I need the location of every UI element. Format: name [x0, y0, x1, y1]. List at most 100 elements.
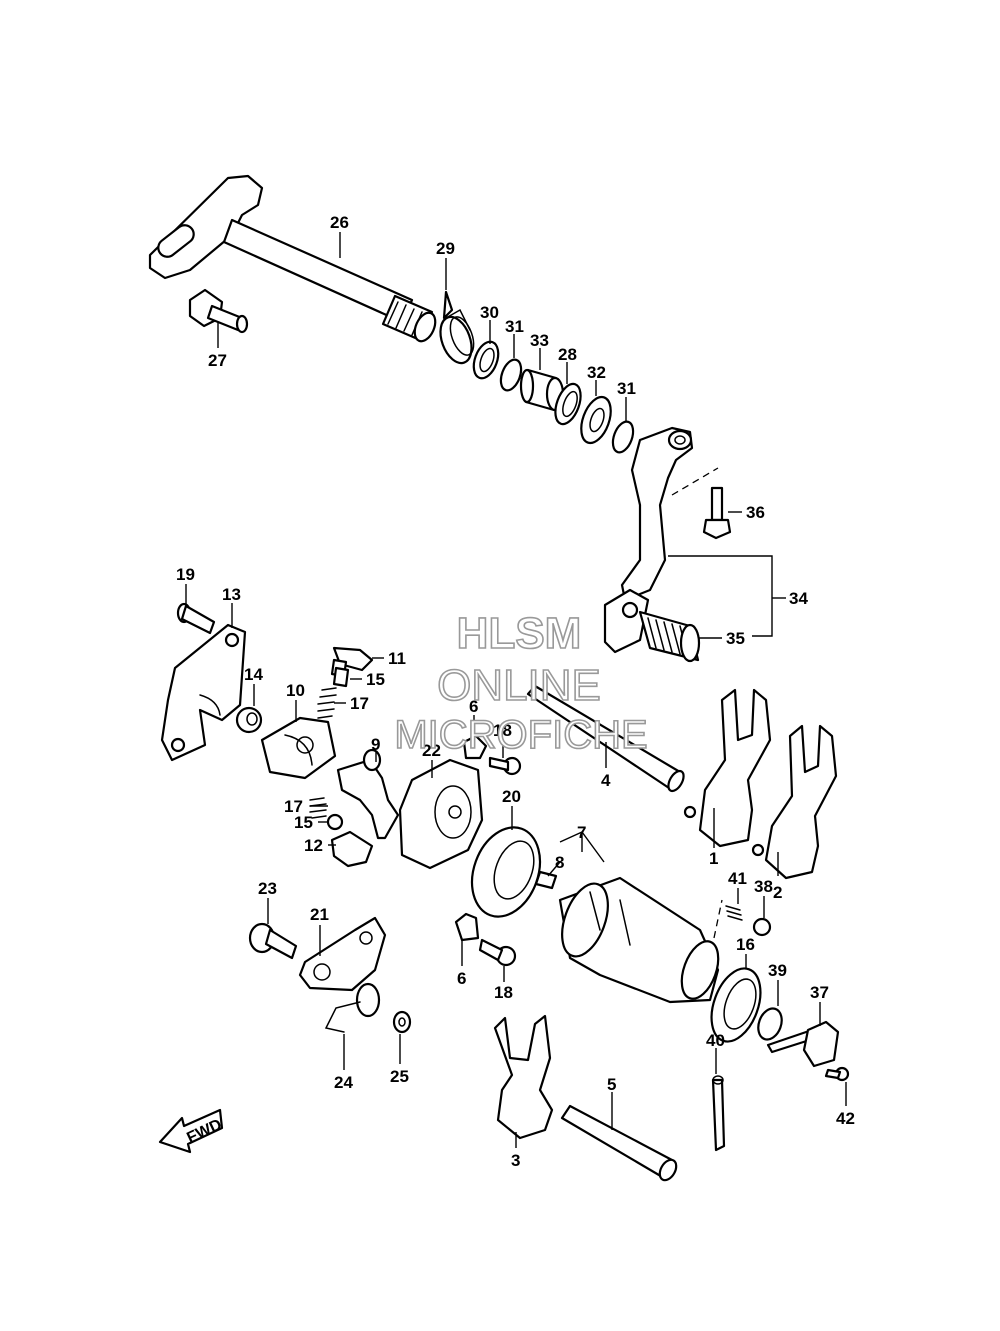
gearshift-lever-part-34 — [620, 426, 694, 602]
callout-11: 11 — [388, 649, 406, 668]
callout-16: 16 — [736, 935, 755, 954]
callout-18a: 18 — [493, 721, 512, 740]
pin-part-15b — [326, 813, 344, 831]
o-ring-part-39 — [757, 1007, 783, 1041]
callout-33: 33 — [530, 331, 549, 350]
bolt-part-27 — [188, 288, 249, 334]
callout-17a: 17 — [350, 694, 369, 713]
callout-29: 29 — [436, 239, 455, 258]
pawl-part-12 — [330, 830, 374, 868]
gearshift-drum-part-7 — [558, 876, 720, 1004]
callout-13: 13 — [222, 585, 241, 604]
callout-17b: 17 — [284, 797, 303, 816]
callout-3: 3 — [511, 1151, 520, 1170]
washer-part-25 — [392, 1010, 412, 1034]
callout-4: 4 — [601, 771, 611, 790]
callout-8: 8 — [555, 853, 564, 872]
callout-42: 42 — [836, 1109, 855, 1128]
spring-part-41 — [725, 905, 743, 921]
callout-9: 9 — [371, 735, 380, 754]
callout-18b: 18 — [494, 983, 513, 1002]
callout-31a: 31 — [505, 317, 524, 336]
pin-part-8 — [534, 870, 558, 890]
circlip-part-31a — [499, 358, 523, 392]
gearshift-shaft-part-26 — [148, 174, 437, 343]
callout-19: 19 — [176, 565, 195, 584]
stopper-plate-part-13 — [160, 623, 247, 762]
callout-15b: 15 — [294, 813, 313, 832]
screw-part-18a — [488, 756, 522, 776]
callout-20: 20 — [502, 787, 521, 806]
callout-24: 24 — [334, 1073, 353, 1092]
washer-part-30 — [472, 340, 500, 380]
fork-shaft-part-5 — [560, 1104, 678, 1182]
callout-15a: 15 — [366, 670, 385, 689]
callout-32: 32 — [587, 363, 606, 382]
screw-part-18b — [478, 938, 517, 967]
spring-part-17b — [309, 797, 327, 819]
watermark-line-3: MICROFICHE — [394, 713, 647, 757]
callout-34: 34 — [789, 589, 808, 608]
callout-23: 23 — [258, 879, 277, 898]
callout-1: 1 — [709, 849, 718, 868]
roller-part-14 — [235, 706, 263, 734]
callout-labels: 26 27 29 30 31 33 28 32 31 36 34 35 19 1… — [176, 213, 855, 1170]
spring-part-17a — [317, 687, 337, 719]
callout-39: 39 — [768, 961, 787, 980]
pin-part-38 — [752, 917, 772, 937]
callout-21: 21 — [310, 905, 329, 924]
arm-part-21 — [298, 916, 387, 992]
callout-40: 40 — [706, 1031, 725, 1050]
callout-7: 7 — [577, 823, 586, 842]
callout-6b: 6 — [457, 969, 466, 988]
pin-part-15a — [332, 666, 350, 688]
return-spring-part-29 — [439, 290, 475, 365]
plate-part-6a — [462, 734, 488, 760]
oil-seal-part-28 — [554, 382, 582, 426]
callout-27: 27 — [208, 351, 227, 370]
callout-22: 22 — [422, 741, 441, 760]
gearshift-cam-plate-part-10 — [260, 716, 337, 780]
plate-part-6b — [454, 912, 480, 942]
shift-cam-shaft-part-9 — [336, 748, 400, 840]
callout-38: 38 — [754, 877, 773, 896]
callout-10: 10 — [286, 681, 305, 700]
circlip-part-31b — [611, 420, 635, 454]
washer-part-32 — [580, 395, 612, 445]
bearing-part-20 — [470, 826, 542, 918]
callout-25: 25 — [390, 1067, 409, 1086]
shift-fork-part-1 — [683, 688, 772, 848]
shift-fork-part-2 — [751, 724, 838, 880]
callout-41: 41 — [728, 869, 747, 888]
callout-14: 14 — [244, 665, 263, 684]
leader-lines — [185, 232, 847, 1148]
sensor-part-37 — [766, 1020, 840, 1068]
bolt-part-19 — [176, 602, 216, 635]
bolt-part-42 — [824, 1066, 850, 1082]
callout-2: 2 — [773, 883, 782, 902]
callout-35: 35 — [726, 629, 745, 648]
callout-5: 5 — [607, 1075, 616, 1094]
callout-12: 12 — [304, 836, 323, 855]
callout-37: 37 — [810, 983, 829, 1002]
fork-shaft-part-4 — [526, 684, 685, 793]
watermark: HLSM ONLINE MICROFICHE — [394, 608, 649, 758]
callout-30: 30 — [480, 303, 499, 322]
callout-26: 26 — [330, 213, 349, 232]
callout-31b: 31 — [617, 379, 636, 398]
spring-part-24 — [324, 982, 381, 1033]
bolt-part-23 — [248, 922, 298, 960]
shift-cam-part-22 — [398, 758, 484, 870]
watermark-line-1: HLSM — [457, 609, 582, 658]
callout-36: 36 — [746, 503, 765, 522]
cotter-pin-part-40 — [711, 1075, 726, 1152]
footpeg-part-35 — [603, 588, 701, 663]
callout-6a: 6 — [469, 697, 478, 716]
fwd-direction-badge: FWD — [158, 1108, 225, 1154]
callout-28: 28 — [558, 345, 577, 364]
bearing-part-16 — [710, 967, 762, 1043]
shift-fork-part-3 — [493, 1014, 554, 1140]
watermark-line-2: ONLINE — [437, 661, 601, 710]
lever-bolt-part-36 — [702, 486, 732, 540]
